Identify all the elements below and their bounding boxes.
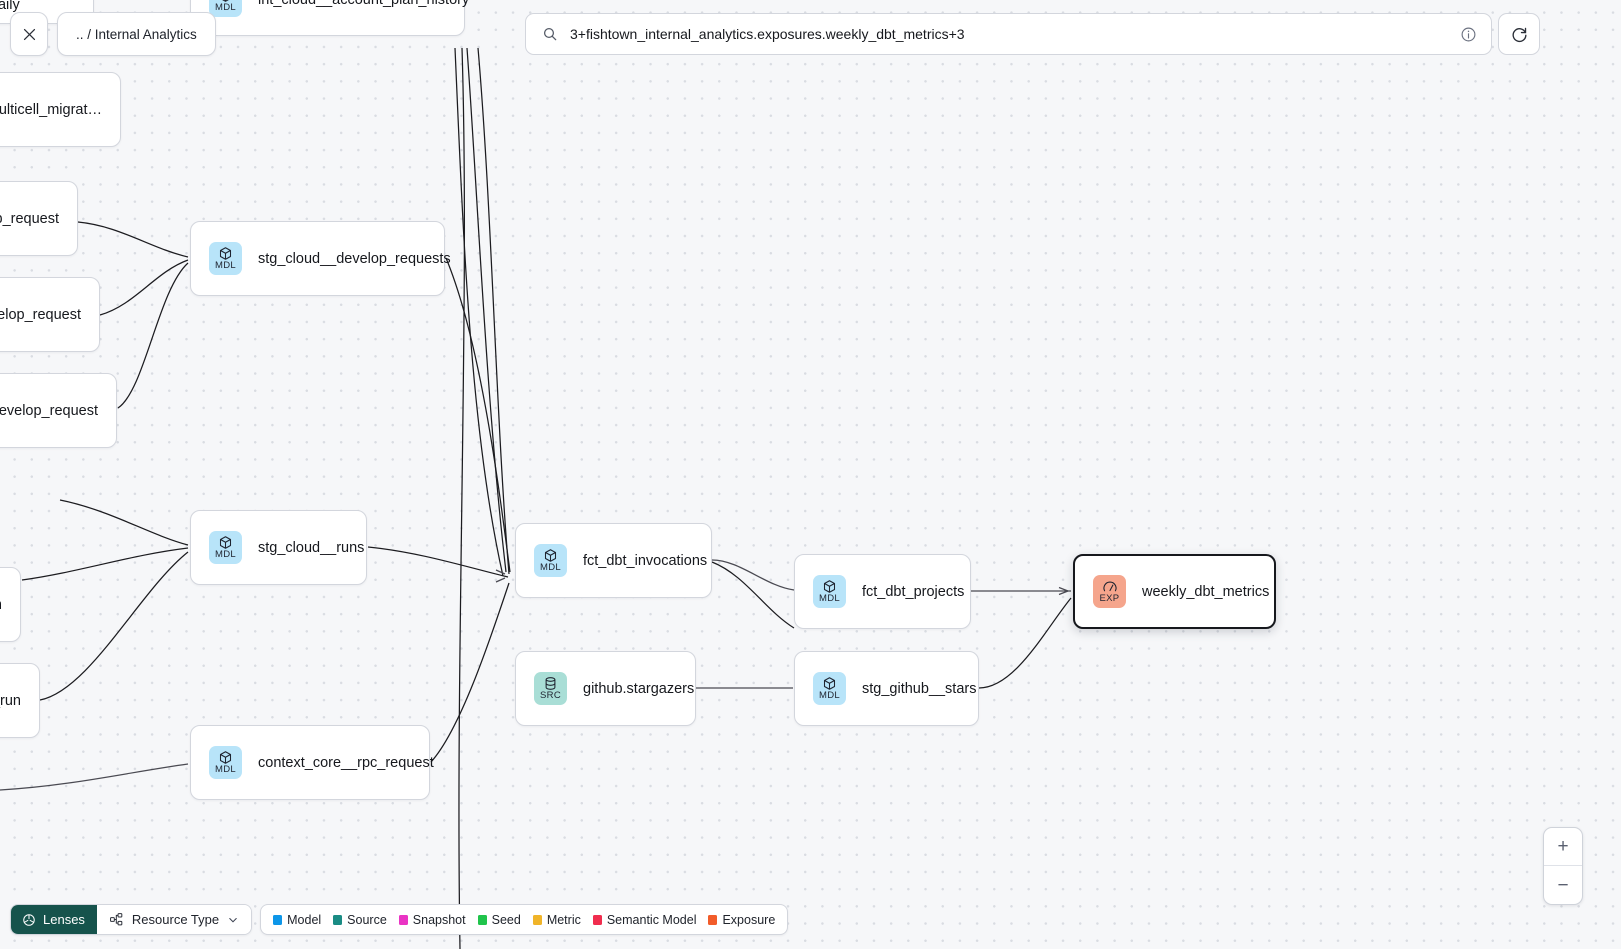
legend-label: Source [347, 912, 387, 927]
legend-label: Metric [546, 912, 581, 927]
graph-node[interactable]: velop_request [0, 277, 100, 352]
legend-swatch [273, 914, 283, 925]
model-badge-icon: MDL [534, 544, 567, 577]
legend-swatch [333, 914, 343, 925]
graph-node[interactable]: multicell_migrat… [0, 72, 121, 147]
legend-label: Snapshot [412, 912, 466, 927]
model-badge-icon: MDL [209, 0, 242, 17]
badge-abbr: MDL [819, 690, 840, 701]
legend-item[interactable]: Source [333, 913, 387, 927]
badge-abbr: MDL [540, 562, 561, 573]
node-label: multicell_migrat… [0, 101, 102, 118]
aperture-icon [23, 913, 35, 926]
resource-type-legend: Model Source Snapshot Seed Metric Semantic Mo… [260, 904, 789, 935]
zoom-controls: + − [1543, 827, 1583, 905]
model-badge-icon: MDL [813, 575, 846, 608]
graph-node[interactable]: MDL int_cloud__account_plan_history [190, 0, 469, 36]
lens-group: Lenses Resource Type [10, 904, 253, 935]
legend-label: Exposure [722, 912, 776, 927]
lenses-label: Lenses [43, 912, 85, 927]
legend-item[interactable]: Model [273, 913, 321, 927]
node-label: stg_cloud__develop_requests [258, 250, 451, 267]
legend-swatch [398, 914, 408, 925]
node-label: stg_cloud__runs [258, 539, 365, 556]
node-label: stg_github__stars [862, 680, 977, 697]
model-badge-icon: MDL [209, 531, 242, 564]
graph-node[interactable]: _run [0, 663, 40, 738]
node-label: velop_request [0, 306, 81, 323]
graph-node-fct-dbt-projects[interactable]: MDL fct_dbt_projects [794, 554, 971, 629]
model-badge-icon: MDL [813, 672, 846, 705]
legend-item[interactable]: Metric [532, 912, 581, 927]
node-graph-icon [109, 913, 123, 926]
zoom-in-label: + [1557, 836, 1569, 857]
node-label: fct_dbt_projects [862, 583, 965, 600]
close-icon [23, 28, 35, 40]
node-label: op_request [0, 210, 59, 227]
resource-type-label: Resource Type [131, 912, 220, 927]
node-label: github.stargazers [583, 680, 695, 697]
graph-node-stg-cloud-runs[interactable]: MDL stg_cloud__runs [190, 510, 367, 585]
refresh-button[interactable] [1498, 13, 1540, 55]
refresh-icon [1512, 27, 1527, 42]
legend-swatch [708, 914, 718, 925]
graph-node-weekly-dbt-metrics[interactable]: EXP weekly_dbt_metrics [1073, 554, 1276, 629]
model-badge-icon: MDL [209, 242, 242, 275]
badge-abbr: MDL [215, 1, 236, 13]
node-label: _run [0, 692, 21, 709]
legend-label: Semantic Model [606, 912, 697, 927]
legend-item[interactable]: Exposure [708, 913, 775, 927]
node-label: fct_dbt_invocations [583, 552, 708, 569]
badge-abbr: EXP [1099, 592, 1120, 604]
node-label: weekly_dbt_metrics [1142, 583, 1270, 600]
graph-node[interactable]: op_request [0, 181, 78, 256]
legend-item[interactable]: Seed [477, 912, 521, 927]
search-icon [543, 27, 557, 41]
model-badge-icon: MDL [209, 746, 242, 779]
search-query-text: 3+fishtown_internal_analytics.exposures.… [570, 26, 965, 42]
lenses-button[interactable]: Lenses [11, 905, 97, 934]
badge-abbr: MDL [215, 549, 236, 560]
legend-swatch [592, 914, 602, 925]
bottom-toolbar: Lenses Resource Type Model Source Snapshot… [10, 904, 789, 935]
node-label: context_core__rpc_request [258, 754, 434, 771]
search-input[interactable]: 3+fishtown_internal_analytics.exposures.… [525, 13, 1492, 55]
graph-node-fct-dbt-invocations[interactable]: MDL fct_dbt_invocations [515, 523, 712, 598]
legend-swatch [532, 914, 542, 925]
breadcrumb[interactable]: .. / Internal Analytics [57, 12, 216, 56]
zoom-out-label: − [1557, 874, 1569, 896]
close-button[interactable] [10, 12, 48, 56]
exposure-badge-icon: EXP [1093, 575, 1126, 608]
node-label: int_cloud__account_plan_history [258, 0, 470, 8]
chevron-down-icon [229, 917, 237, 922]
badge-abbr: MDL [215, 764, 236, 775]
node-label: snapshot_daily [0, 0, 20, 13]
info-icon[interactable] [1460, 26, 1477, 43]
badge-abbr: MDL [215, 260, 236, 271]
node-label: _develop_request [0, 402, 98, 419]
badge-abbr: SRC [540, 690, 561, 701]
legend-item[interactable]: Snapshot [398, 912, 466, 927]
breadcrumb-label: .. / Internal Analytics [76, 26, 197, 42]
resource-type-dropdown[interactable]: Resource Type [96, 905, 252, 934]
source-badge-icon: SRC [534, 672, 567, 705]
legend-label: Model [287, 912, 322, 927]
legend-label: Seed [491, 912, 521, 927]
graph-node-github-stargazers[interactable]: SRC github.stargazers [515, 651, 696, 726]
graph-node-stg-cloud-develop-requests[interactable]: MDL stg_cloud__develop_requests [190, 221, 451, 296]
graph-node[interactable]: _develop_request [0, 373, 117, 448]
graph-node-stg-github-stars[interactable]: MDL stg_github__stars [794, 651, 979, 726]
legend-item[interactable]: Semantic Model [592, 912, 697, 927]
node-label: n [0, 597, 2, 613]
graph-node[interactable]: n [0, 567, 21, 642]
zoom-out-button[interactable]: − [1544, 866, 1582, 904]
graph-node-context-core-rpc-request[interactable]: MDL context_core__rpc_request [190, 725, 434, 800]
zoom-in-button[interactable]: + [1544, 828, 1582, 866]
legend-swatch [477, 914, 487, 925]
badge-abbr: MDL [819, 593, 840, 604]
